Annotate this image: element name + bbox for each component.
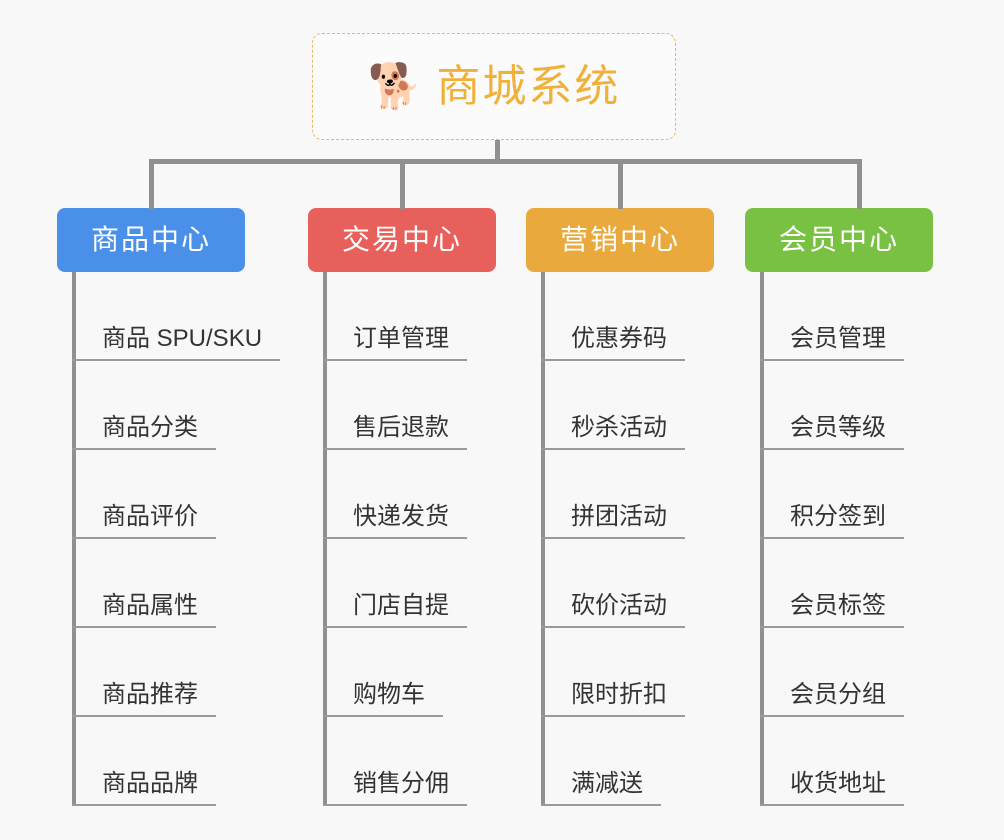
leaf-item-label: 会员管理 [790, 325, 886, 353]
leaf-item-rule: 商品 SPU/SKU [72, 325, 281, 361]
leaf-item-rule: 砍价活动 [541, 592, 685, 628]
root-node[interactable]: 🐕 商城系统 [312, 33, 676, 140]
branch-header-trade-center[interactable]: 交易中心 [308, 208, 496, 272]
leaf-item-rule: 会员管理 [760, 325, 904, 361]
branch-drop-connector-trade-center [400, 159, 405, 209]
branch-drop-connector-member-center [857, 159, 862, 209]
leaf-item-rule: 积分签到 [760, 503, 904, 539]
leaf-item-rule: 快递发货 [323, 503, 467, 539]
branch-spine-product-center [72, 272, 76, 806]
leaf-item-label: 会员标签 [790, 592, 886, 620]
leaf-item-rule: 商品分类 [72, 414, 216, 450]
leaf-item-rule: 订单管理 [323, 325, 467, 361]
leaf-item-rule: 优惠券码 [541, 325, 685, 361]
leaf-item-label: 优惠券码 [571, 325, 667, 353]
leaf-item-rule: 购物车 [323, 681, 443, 717]
branch-header-product-center[interactable]: 商品中心 [57, 208, 245, 272]
leaf-item-rule: 销售分佣 [323, 770, 467, 806]
leaf-item-label: 订单管理 [353, 325, 449, 353]
horizontal-bus-connector [149, 159, 862, 164]
leaf-item-rule: 商品属性 [72, 592, 216, 628]
branch-spine-marketing-center [541, 272, 545, 806]
leaf-item-label: 商品分类 [102, 414, 198, 442]
leaf-item-label: 收货地址 [790, 770, 886, 798]
leaf-item-label: 商品 SPU/SKU [102, 325, 263, 353]
leaf-item-label: 商品品牌 [102, 770, 198, 798]
leaf-item-rule: 拼团活动 [541, 503, 685, 539]
leaf-item-label: 售后退款 [353, 414, 449, 442]
leaf-item-label: 会员等级 [790, 414, 886, 442]
branch-drop-connector-marketing-center [618, 159, 623, 209]
leaf-item-label: 会员分组 [790, 681, 886, 709]
leaf-item-label: 快递发货 [353, 503, 449, 531]
leaf-item-rule: 秒杀活动 [541, 414, 685, 450]
leaf-item-rule: 门店自提 [323, 592, 467, 628]
leaf-item-label: 销售分佣 [353, 770, 449, 798]
leaf-item-rule: 商品评价 [72, 503, 216, 539]
leaf-item-label: 商品属性 [102, 592, 198, 620]
branch-drop-connector-product-center [149, 159, 154, 209]
leaf-item-label: 满减送 [571, 770, 643, 798]
leaf-item-label: 限时折扣 [571, 681, 667, 709]
branch-header-member-center[interactable]: 会员中心 [745, 208, 933, 272]
leaf-item-rule: 限时折扣 [541, 681, 685, 717]
branch-header-label: 会员中心 [778, 224, 899, 255]
branch-spine-member-center [760, 272, 764, 806]
leaf-item-rule: 收货地址 [760, 770, 904, 806]
leaf-item-label: 秒杀活动 [571, 414, 667, 442]
shiba-dog-emoji-icon: 🐕 [367, 61, 423, 111]
leaf-item-rule: 售后退款 [323, 414, 467, 450]
leaf-item-label: 门店自提 [353, 592, 449, 620]
leaf-item-rule: 会员分组 [760, 681, 904, 717]
leaf-item-rule: 会员标签 [760, 592, 904, 628]
leaf-item-label: 砍价活动 [571, 592, 667, 620]
leaf-item-label: 积分签到 [790, 503, 886, 531]
leaf-item-rule: 满减送 [541, 770, 661, 806]
branch-header-marketing-center[interactable]: 营销中心 [526, 208, 714, 272]
root-title: 商城系统 [436, 61, 621, 111]
branch-header-label: 营销中心 [559, 224, 680, 255]
leaf-item-label: 拼团活动 [571, 503, 667, 531]
branch-header-label: 商品中心 [90, 224, 211, 255]
leaf-item-rule: 商品推荐 [72, 681, 216, 717]
leaf-item-label: 商品评价 [102, 503, 198, 531]
leaf-item-rule: 商品品牌 [72, 770, 216, 806]
leaf-item-label: 购物车 [353, 681, 425, 709]
root-stem-connector [495, 140, 500, 162]
branch-header-label: 交易中心 [341, 224, 462, 255]
leaf-item-rule: 会员等级 [760, 414, 904, 450]
branch-spine-trade-center [323, 272, 327, 806]
leaf-item-label: 商品推荐 [102, 681, 198, 709]
